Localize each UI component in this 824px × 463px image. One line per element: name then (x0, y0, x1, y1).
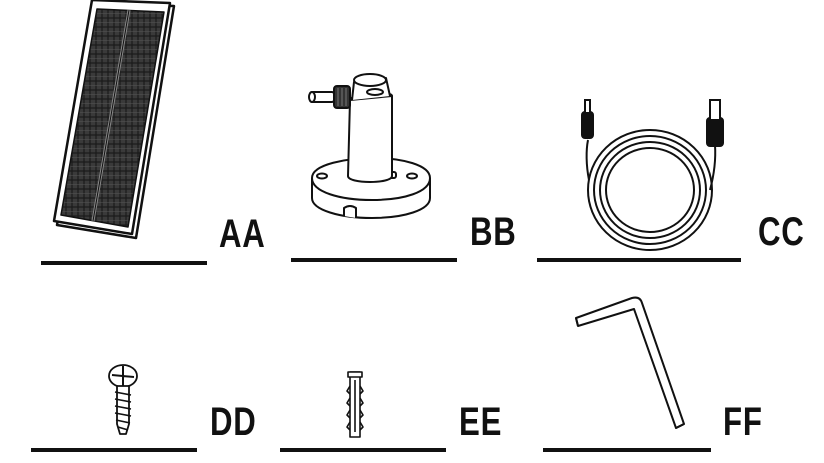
underline-dd (31, 448, 197, 452)
solar-panel-icon (52, 0, 176, 240)
part-label-dd: DD (210, 400, 257, 444)
part-label-bb: BB (470, 210, 517, 254)
underline-bb (291, 258, 457, 262)
wall-anchor-icon (346, 371, 364, 438)
mounting-bracket-icon (308, 73, 431, 219)
underline-cc (537, 258, 741, 262)
part-label-ff: FF (723, 400, 763, 444)
part-label-aa: AA (219, 212, 266, 256)
hex-key-icon (575, 296, 685, 429)
underline-ee (280, 448, 446, 452)
part-label-ee: EE (459, 400, 503, 444)
screw-icon (108, 364, 138, 435)
underline-aa (41, 261, 207, 265)
part-label-cc: CC (758, 210, 805, 254)
usb-cable-icon (581, 99, 724, 251)
underline-ff (543, 448, 711, 452)
